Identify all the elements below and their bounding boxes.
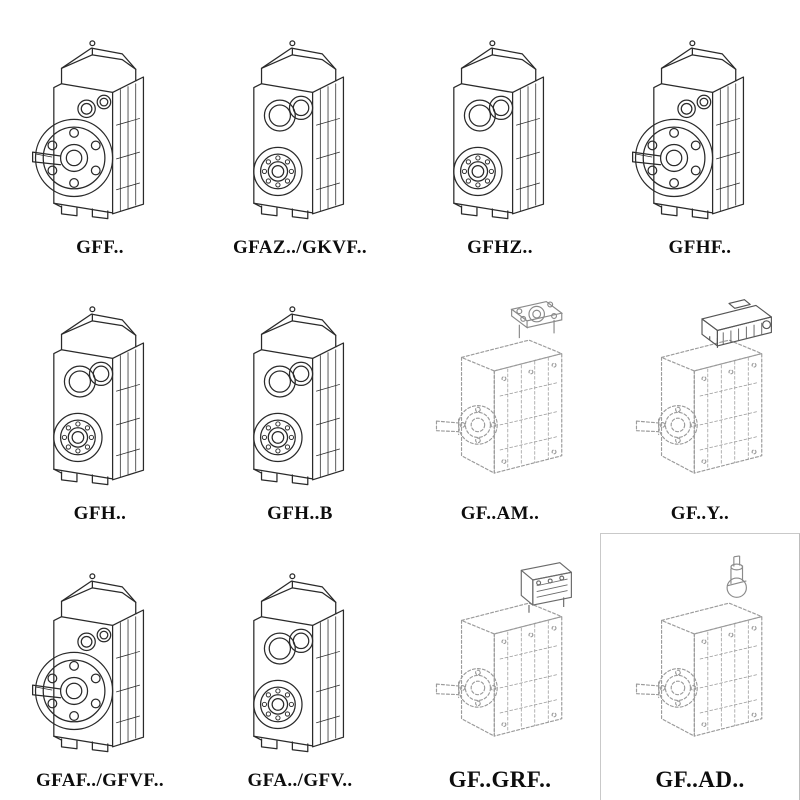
gearbox-drawing-hollow-shaft-icon: [206, 290, 394, 502]
gearbox-label: GF..AM..: [460, 503, 540, 525]
gearbox-label: GFHF..: [668, 236, 732, 258]
gearbox-cell-gf-am: GF..AM..: [400, 267, 600, 534]
gearbox-label: GFAZ../GKVF..: [233, 236, 367, 258]
gearbox-drawing-hollow-shaft-icon: [206, 24, 394, 236]
gearbox-label: GF..GRF..: [448, 766, 552, 792]
gearbox-label: GFAF../GFVF..: [35, 770, 164, 792]
gearbox-cell-gff: GFF..: [0, 0, 200, 267]
gearbox-cell-gfaz-gkvf: GFAZ../GKVF..: [200, 0, 400, 267]
gearbox-label: GFH..B: [267, 503, 333, 525]
gearbox-label: GFA../GFV..: [247, 770, 353, 792]
gearbox-drawing-shaft-stub-icon: [607, 553, 793, 765]
gearbox-drawing-output-flange-icon: [606, 24, 794, 236]
gearbox-cell-gf-grf: GF..GRF..: [400, 533, 600, 800]
gearbox-drawing-output-flange-icon: [6, 557, 194, 769]
gearbox-label: GF..AD..: [655, 766, 745, 792]
gearbox-cell-gfaf-gfvf: GFAF../GFVF..: [0, 533, 200, 800]
gearbox-drawing-input-block-icon: [406, 553, 594, 765]
gearbox-drawing-output-flange-icon: [6, 24, 194, 236]
gearbox-drawing-with-motor-icon: [606, 290, 794, 502]
gearbox-drawing-hollow-shaft-icon: [6, 290, 194, 502]
gearbox-cell-gfhf: GFHF..: [600, 0, 800, 267]
gearbox-label: GFH..: [73, 503, 127, 525]
gearbox-cell-gfhz: GFHZ..: [400, 0, 600, 267]
gearbox-cell-gf-y: GF..Y..: [600, 267, 800, 534]
gearbox-cell-gfa-gfv: GFA../GFV..: [200, 533, 400, 800]
gearbox-drawing-hollow-shaft-icon: [406, 24, 594, 236]
gearbox-cell-gfh: GFH..: [0, 267, 200, 534]
gearbox-label: GFHZ..: [467, 236, 533, 258]
gearbox-drawing-hollow-shaft-icon: [206, 557, 394, 769]
gearbox-drawing-flange-adapter-icon: [406, 290, 594, 502]
gearbox-cell-gfh-b: GFH..B: [200, 267, 400, 534]
gearbox-label: GFF..: [76, 236, 124, 258]
gearbox-cell-gf-ad: GF..AD..: [600, 533, 800, 800]
gearbox-label: GF..Y..: [670, 503, 730, 525]
